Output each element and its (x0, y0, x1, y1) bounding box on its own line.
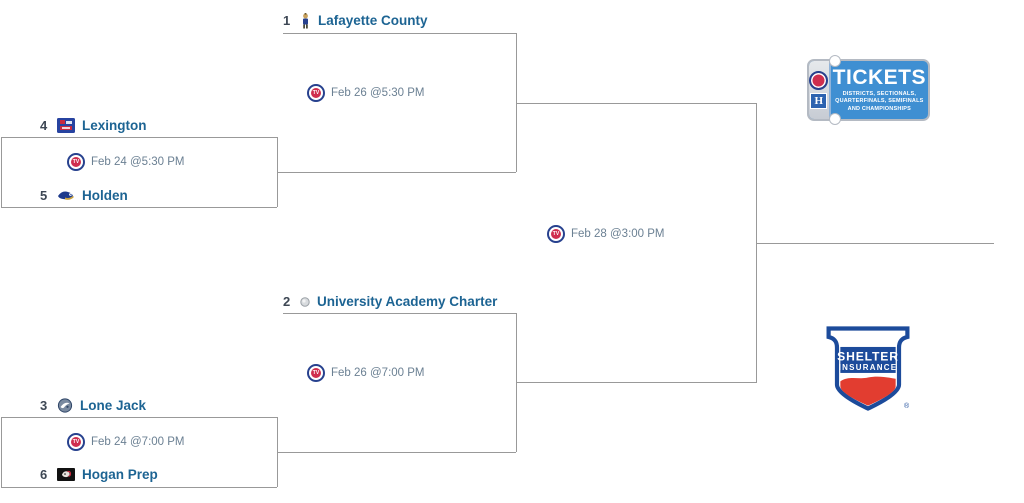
game-datetime: Feb 26 @5:30 PM (331, 86, 425, 99)
university-academy-charter-logo-icon (300, 296, 310, 307)
hogan-prep-ram-logo-icon (57, 468, 75, 481)
game-final: TV Feb 28 @3:00 PM (547, 224, 665, 243)
game-semifinal-top: TV Feb 26 @5:30 PM (307, 83, 425, 102)
ticket-body: TICKETS DISTRICTS, SECTIONALS, QUARTERFI… (831, 61, 928, 119)
line-qf-bottom-box-top (1, 417, 277, 418)
team-row-hogan-prep: 6 Hogan Prep (40, 466, 158, 483)
shelter-shield-icon: SHELTER INSURANCE (826, 326, 910, 411)
line-qf-top-box-bottom (1, 207, 277, 208)
tv-icon-letters: TV (71, 436, 81, 447)
mshsaa-tv-icon[interactable]: TV (67, 152, 85, 171)
line-qf-top-box-left (1, 137, 2, 207)
team-row-lafayette-county: 1 Lafayette County (283, 12, 428, 29)
tv-icon-letters: TV (551, 228, 561, 239)
tickets-subtitle-line1: DISTRICTS, SECTIONALS, (842, 91, 917, 98)
seed-number: 3 (40, 398, 48, 413)
team-row-holden: 5 Holden (40, 187, 128, 204)
tv-icon-letters: TV (71, 156, 81, 167)
mshsaa-tv-icon[interactable]: TV (547, 224, 565, 243)
tv-icon-letters: TV (311, 87, 321, 98)
ticket-notch-top (829, 55, 841, 67)
shelter-name-line2: INSURANCE (839, 363, 898, 372)
tickets-subtitle-line2: QUARTERFINALS, SEMIFINALS (835, 98, 924, 105)
ticket-stub: H (809, 61, 831, 119)
line-qf-bottom-box-left (1, 417, 2, 487)
shelter-insurance-logo[interactable]: SHELTER INSURANCE (826, 326, 910, 414)
mshsaa-tv-icon[interactable]: TV (307, 83, 325, 102)
shelter-name-line1: SHELTER (837, 349, 899, 363)
game-datetime: Feb 28 @3:00 PM (571, 227, 665, 240)
line-bottom-seed2-underline (283, 313, 516, 314)
seed-number: 5 (40, 188, 48, 203)
game-datetime: Feb 24 @5:30 PM (91, 155, 185, 168)
seed-number: 6 (40, 467, 48, 482)
line-semifinal-top-winner (516, 103, 756, 104)
hyvee-h-icon: H (810, 93, 828, 109)
mshsaa-logo-icon (809, 71, 829, 90)
holden-eagle-logo-icon (57, 189, 75, 202)
lone-jack-logo-icon (57, 398, 73, 413)
line-qf-top-box-top (1, 137, 277, 138)
game-semifinal-bottom: TV Feb 26 @7:00 PM (307, 363, 425, 382)
team-name-link[interactable]: Lexington (82, 118, 147, 133)
line-top-seed1-underline (283, 33, 516, 34)
seed-number: 1 (283, 13, 291, 28)
team-name-link[interactable]: Holden (82, 188, 128, 203)
team-name-link[interactable]: University Academy Charter (317, 294, 498, 309)
registered-trademark-symbol: ® (904, 403, 910, 410)
seed-number: 2 (283, 294, 291, 309)
tickets-badge-button[interactable]: H TICKETS DISTRICTS, SECTIONALS, QUARTER… (807, 55, 930, 125)
line-champion (756, 243, 994, 244)
line-qf-top-winner (277, 172, 516, 173)
line-semifinal-bottom-winner (516, 382, 756, 383)
game-datetime: Feb 24 @7:00 PM (91, 435, 185, 448)
lexington-logo-icon (57, 118, 75, 133)
tv-icon-letters: TV (311, 367, 321, 378)
game-datetime: Feb 26 @7:00 PM (331, 366, 425, 379)
tickets-subtitle-line3: AND CHAMPIONSHIPS (847, 105, 911, 112)
team-name-link[interactable]: Lone Jack (80, 398, 147, 413)
team-row-lone-jack: 3 Lone Jack (40, 397, 146, 414)
mshsaa-tv-icon[interactable]: TV (307, 363, 325, 382)
tickets-title: TICKETS (832, 66, 926, 90)
mshsaa-tv-icon[interactable]: TV (67, 432, 85, 451)
team-row-university-academy-charter: 2 University Academy Charter (283, 293, 497, 310)
seed-number: 4 (40, 118, 48, 133)
team-name-link[interactable]: Hogan Prep (82, 467, 158, 482)
ticket-notch-bottom (829, 113, 841, 125)
lafayette-county-mascot-icon (300, 12, 311, 29)
game-quarterfinal-bottom: TV Feb 24 @7:00 PM (67, 432, 185, 451)
line-qf-bottom-box-bottom (1, 487, 277, 488)
line-qf-bottom-winner (277, 452, 516, 453)
line-semifinal-top-right-edge (516, 33, 517, 172)
team-name-link[interactable]: Lafayette County (318, 13, 428, 28)
team-row-lexington: 4 Lexington (40, 117, 147, 134)
game-quarterfinal-top: TV Feb 24 @5:30 PM (67, 152, 185, 171)
